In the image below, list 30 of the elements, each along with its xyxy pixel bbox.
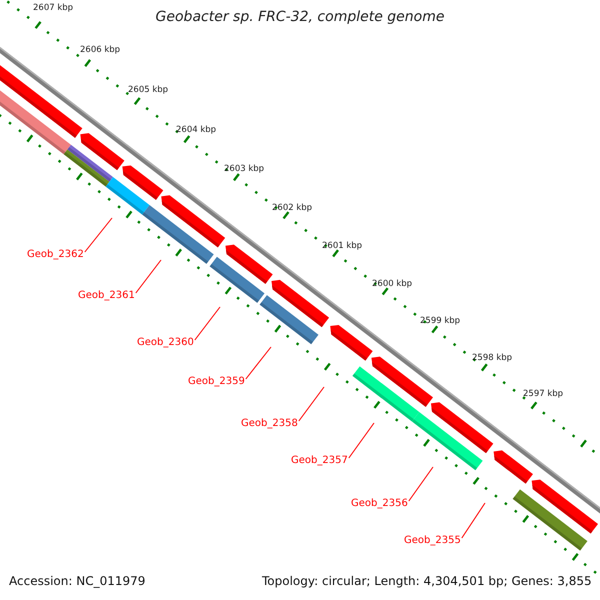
leader-line <box>245 346 272 380</box>
accession-label: Accession: NC_011979 <box>9 575 146 588</box>
tick-label: 2597 kbp <box>523 390 564 400</box>
leader-line <box>298 386 324 422</box>
leader-line <box>84 218 112 252</box>
tick-label: 2606 kbp <box>80 46 120 56</box>
tick-label: 2599 kbp <box>420 317 460 326</box>
leader-line <box>408 466 434 502</box>
tick-label: 2598 kbp <box>472 354 512 364</box>
gene-label: Geob_2355 <box>404 535 461 546</box>
leader-line <box>135 260 162 294</box>
tick-label: 2605 kbp <box>128 86 168 96</box>
leader-line <box>461 502 486 538</box>
tick-label: 2603 kbp <box>224 165 264 174</box>
gene-label: Geob_2362 <box>27 249 84 260</box>
gene-label: Geob_2359 <box>188 376 245 387</box>
gene-label: Geob_2357 <box>291 455 348 466</box>
gene-label: Geob_2358 <box>241 418 298 429</box>
gene-label: Geob_2356 <box>351 498 408 509</box>
tick-label: 2604 kbp <box>176 126 216 136</box>
tick-label: 2601 kbp <box>322 242 362 252</box>
tick-label: 2602 kbp <box>272 204 312 214</box>
gene-label: Geob_2361 <box>78 290 135 301</box>
gene-label: Geob_2360 <box>137 337 194 348</box>
genome-stats-label: Topology: circular; Length: 4,304,501 bp; Genes: 3,855 <box>262 575 592 588</box>
tick-label: 2600 kbp <box>372 280 412 290</box>
tick-label: 2607 kbp <box>33 4 74 14</box>
leader-line <box>348 422 374 458</box>
map-title: Geobacter sp. FRC-32, complete genome <box>154 10 446 26</box>
leader-line <box>194 306 220 340</box>
